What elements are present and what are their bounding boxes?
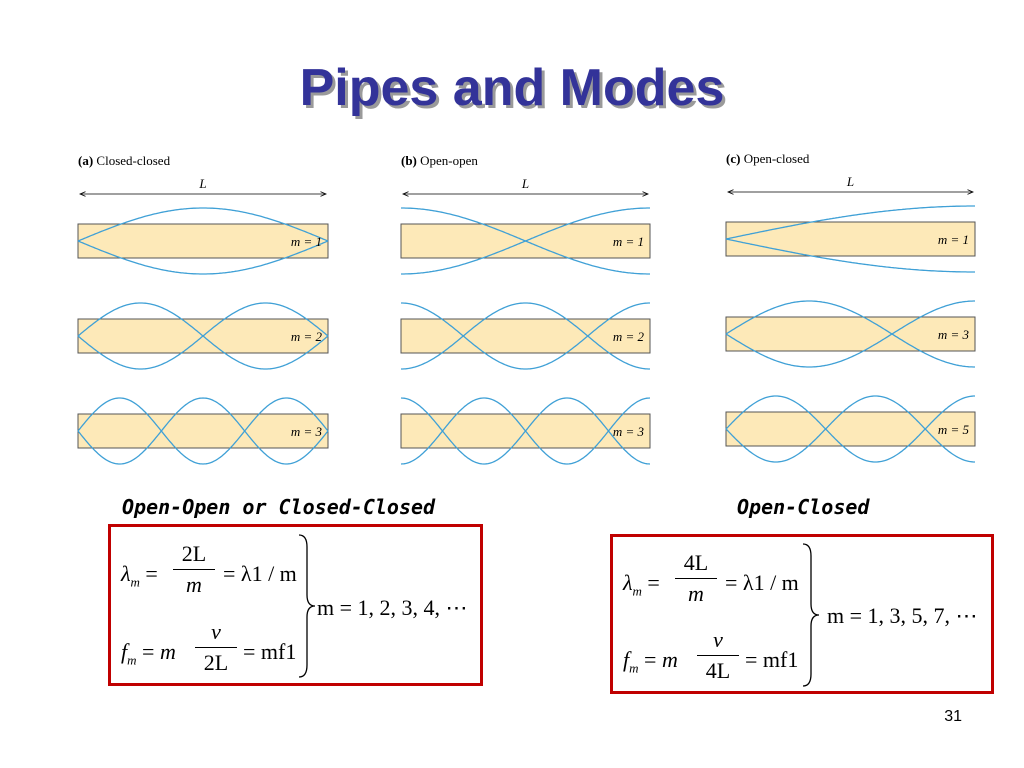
lambda-rhs: = λ1 / m xyxy=(223,561,297,586)
standing-wave-curve xyxy=(77,302,329,370)
standing-wave-curve xyxy=(77,207,329,242)
lambda-rhs: = λ1 / m xyxy=(725,570,799,595)
standing-wave-curve xyxy=(401,302,650,370)
standing-wave-curve xyxy=(401,302,650,370)
standing-wave-curve xyxy=(725,300,975,368)
freq-numerator: v xyxy=(195,619,237,648)
standing-wave-curve xyxy=(725,300,975,368)
standing-wave-curve xyxy=(725,395,975,463)
freq-lhs: fm = m xyxy=(121,639,176,668)
standing-wave-curve xyxy=(725,205,975,240)
freq-lhs: fm = m xyxy=(623,647,678,676)
freq-numerator: v xyxy=(697,627,739,656)
standing-wave-curve xyxy=(77,397,329,465)
standing-wave-curve xyxy=(400,397,651,465)
mode-condition: m = 1, 2, 3, 4, ⋯ xyxy=(317,595,468,620)
slide-title: Pipes and Modes xyxy=(299,59,725,117)
lambda-denominator: m xyxy=(186,572,202,597)
brace-icon xyxy=(802,543,820,687)
mode-label: m = 5 xyxy=(938,422,970,437)
standing-wave-curve xyxy=(77,397,329,465)
lambda-fraction: 2L m xyxy=(173,541,215,598)
pipe-tube xyxy=(725,316,976,352)
standing-wave-curve xyxy=(725,395,975,463)
freq-fraction: v 4L xyxy=(697,627,739,684)
mode-label: m = 1 xyxy=(613,234,644,249)
mode-label: m = 2 xyxy=(613,329,645,344)
standing-wave-curve xyxy=(401,207,650,275)
lambda-numerator: 2L xyxy=(173,541,215,570)
panel-caption: (b) Open-open xyxy=(401,153,478,168)
freq-rhs: = mf1 xyxy=(243,639,297,664)
formula-box-open-closed: λm = 4L m = λ1 / m fm = m v 4L = mf1 m =… xyxy=(610,534,994,694)
standing-wave-curve xyxy=(77,240,329,275)
mode-condition: m = 1, 3, 5, 7, ⋯ xyxy=(827,603,978,628)
brace-icon xyxy=(298,534,316,678)
mode-label: m = 1 xyxy=(291,234,322,249)
pipe-tube xyxy=(725,411,976,447)
pipe-tube xyxy=(77,223,329,259)
page-number: 31 xyxy=(944,708,962,725)
length-label: L xyxy=(846,174,854,189)
freq-fraction: v 2L xyxy=(195,619,237,676)
mode-label: m = 3 xyxy=(291,424,323,439)
caption-open-closed: Open-Closed xyxy=(737,495,870,519)
mode-label: m = 3 xyxy=(938,327,970,342)
formula-box-open-open: λm = 2L m = λ1 / m fm = m v 2L = mf1 m =… xyxy=(108,524,483,686)
standing-wave-curve xyxy=(725,238,975,273)
panel-caption: (c) Open-closed xyxy=(726,151,810,166)
pipe-tube xyxy=(400,318,651,354)
freq-denominator: 2L xyxy=(203,650,229,675)
panel-caption: (a) Closed-closed xyxy=(78,153,171,168)
mode-label: m = 1 xyxy=(938,232,969,247)
lambda-lhs: λm = xyxy=(623,570,660,599)
lambda-lhs: λm = xyxy=(121,561,158,590)
mode-label: m = 3 xyxy=(613,424,645,439)
lambda-numerator: 4L xyxy=(675,550,717,579)
lambda-denominator: m xyxy=(688,581,704,606)
freq-rhs: = mf1 xyxy=(745,647,799,672)
pipe-tube xyxy=(725,221,976,257)
freq-denominator: 4L xyxy=(705,658,731,683)
caption-open-open-closed-closed: Open-Open or Closed-Closed xyxy=(122,495,436,519)
length-label: L xyxy=(198,176,206,191)
mode-label: m = 2 xyxy=(291,329,323,344)
length-label: L xyxy=(521,176,529,191)
lambda-fraction: 4L m xyxy=(675,550,717,607)
